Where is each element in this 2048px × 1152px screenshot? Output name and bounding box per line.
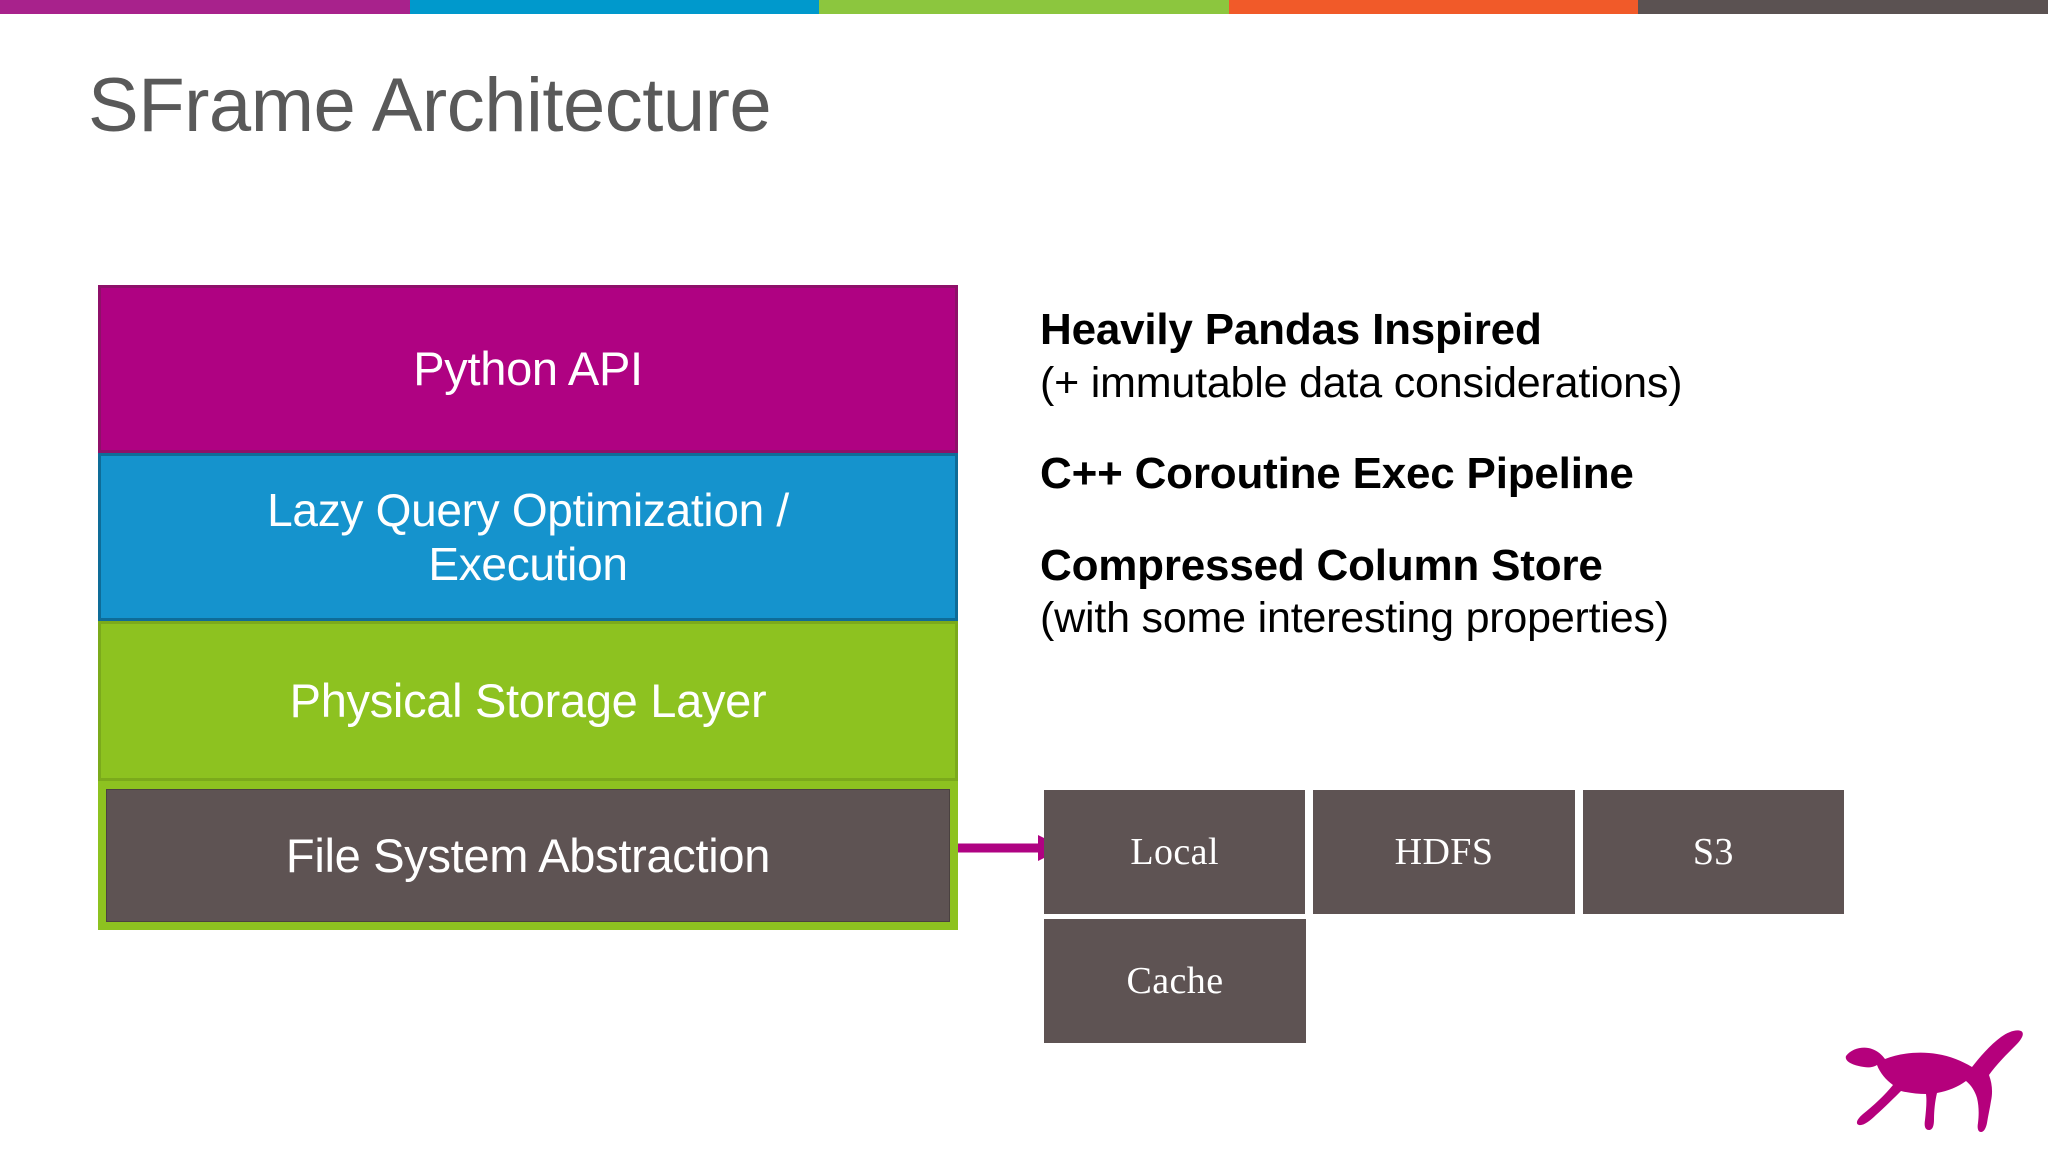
page-title: SFrame Architecture <box>88 63 772 148</box>
storage-box-s3[interactable]: S3 <box>1582 790 1844 914</box>
dato-dog-logo <box>1838 1028 2028 1138</box>
architecture-stack: Python API Lazy Query Optimization / Exe… <box>98 285 958 930</box>
top-color-bar <box>0 0 2048 14</box>
notes-column: Heavily Pandas Inspired (+ immutable dat… <box>1040 303 1920 683</box>
stack-layer-physical-storage[interactable]: Physical Storage Layer <box>98 621 958 781</box>
note-heading-coroutine: C++ Coroutine Exec Pipeline <box>1040 449 1634 499</box>
storage-box-row-2: Cache <box>1044 919 1844 1043</box>
storage-box-hdfs[interactable]: HDFS <box>1313 790 1575 914</box>
note-heading-pandas: Heavily Pandas Inspired <box>1040 305 1542 354</box>
stack-layer-python-api[interactable]: Python API <box>98 285 958 453</box>
note-subtext-column-store: (with some interesting properties) <box>1040 594 1669 643</box>
note-heading-column-store: Compressed Column Store <box>1040 540 1603 590</box>
top-bar-segment-orange <box>1228 0 1639 14</box>
stack-layer-file-system-abstraction-label: File System Abstraction <box>285 829 771 882</box>
note-group-column-store: Compressed Column Store (with some inter… <box>1040 539 1920 645</box>
top-bar-segment-gray <box>1638 0 2048 14</box>
stack-layer-lazy-query-optimization[interactable]: Lazy Query Optimization / Execution <box>98 453 958 621</box>
top-bar-segment-green <box>819 0 1229 14</box>
storage-box-row-1: Local HDFS S3 <box>1044 790 1844 914</box>
dog-logo-icon <box>1845 1030 2023 1132</box>
note-group-coroutine: C++ Coroutine Exec Pipeline <box>1040 447 1920 501</box>
stack-layer-lazy-query-optimization-label: Lazy Query Optimization / Execution <box>267 483 789 592</box>
storage-backend-boxes: Local HDFS S3 Cache <box>1044 790 1844 1048</box>
note-group-pandas: Heavily Pandas Inspired (+ immutable dat… <box>1040 303 1920 409</box>
storage-box-cache[interactable]: Cache <box>1044 919 1306 1043</box>
top-bar-segment-magenta <box>0 0 410 14</box>
stack-layer-physical-storage-label: Physical Storage Layer <box>289 674 767 728</box>
stack-layer-python-api-label: Python API <box>413 342 643 396</box>
storage-box-local[interactable]: Local <box>1044 790 1306 914</box>
lazy-line-1: Lazy Query Optimization / <box>267 483 789 536</box>
stack-layer-file-system-abstraction[interactable]: File System Abstraction <box>106 789 950 922</box>
note-subtext-pandas: (+ immutable data considerations) <box>1040 358 1683 407</box>
lazy-line-2: Execution <box>428 538 628 590</box>
top-bar-segment-blue <box>409 0 820 14</box>
